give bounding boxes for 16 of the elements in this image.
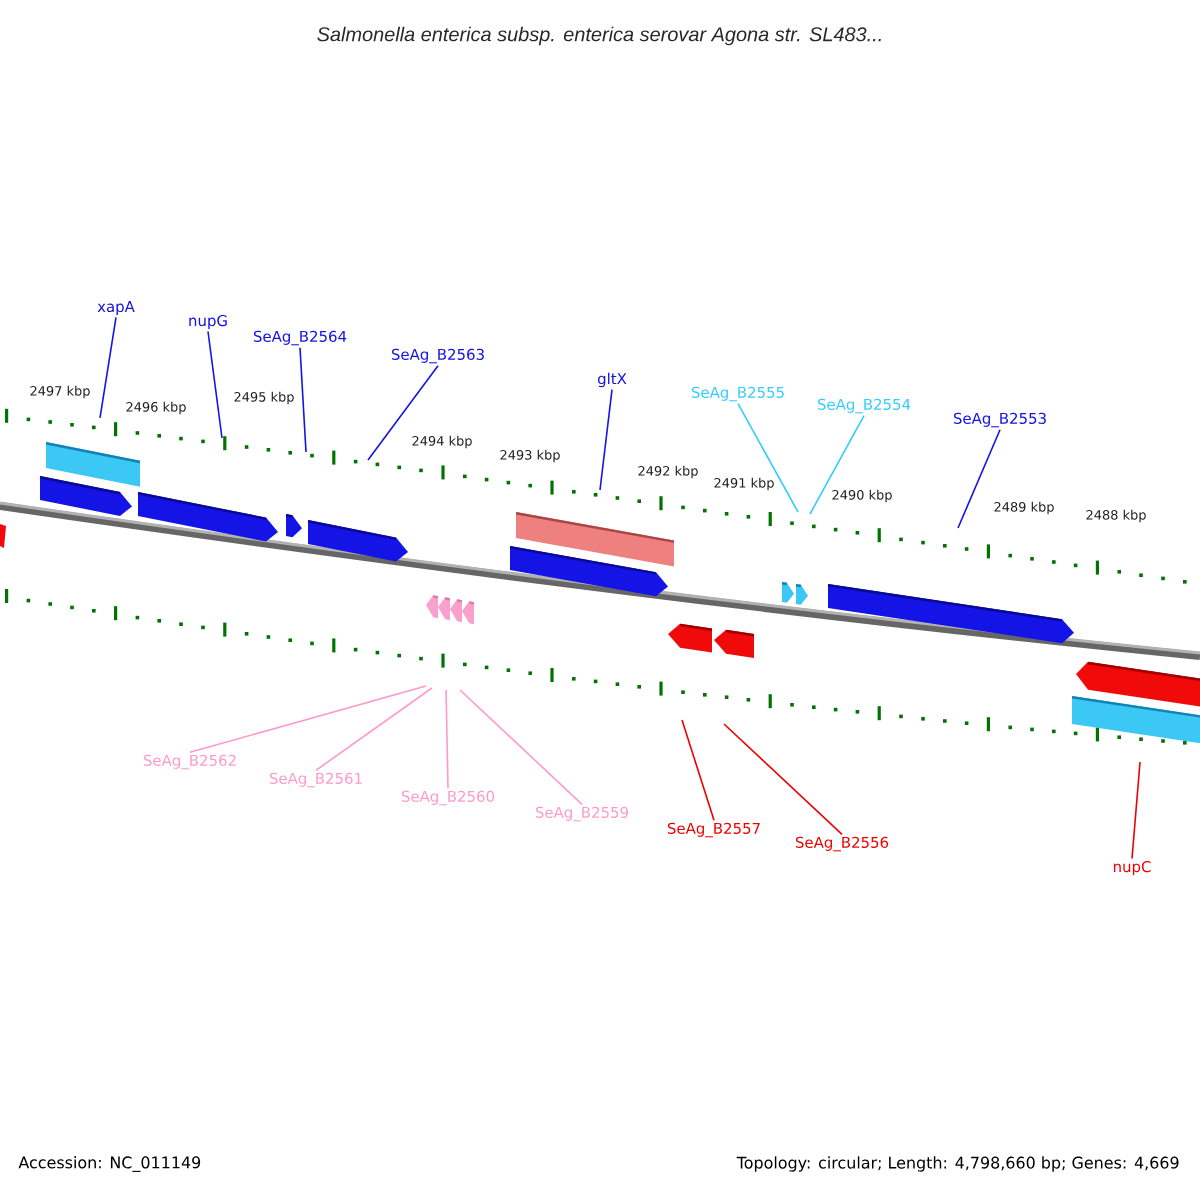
leader-line [1131, 761, 1141, 860]
leader-line [315, 687, 433, 772]
leader-line [599, 388, 613, 491]
leader-line [367, 364, 439, 461]
leader-line [737, 402, 799, 513]
leader-line [459, 689, 583, 806]
leader-line [681, 719, 715, 822]
leader-line [957, 428, 1001, 529]
leader-line [207, 330, 223, 439]
leader-line [99, 316, 117, 419]
title: Salmonella enterica subsp. enterica serovar Agona str. SL483... [317, 26, 881, 46]
leader-line [809, 414, 865, 515]
leader-line [299, 346, 307, 453]
leader-line [723, 723, 843, 836]
leader-line [189, 685, 427, 754]
leader-line [445, 689, 449, 790]
